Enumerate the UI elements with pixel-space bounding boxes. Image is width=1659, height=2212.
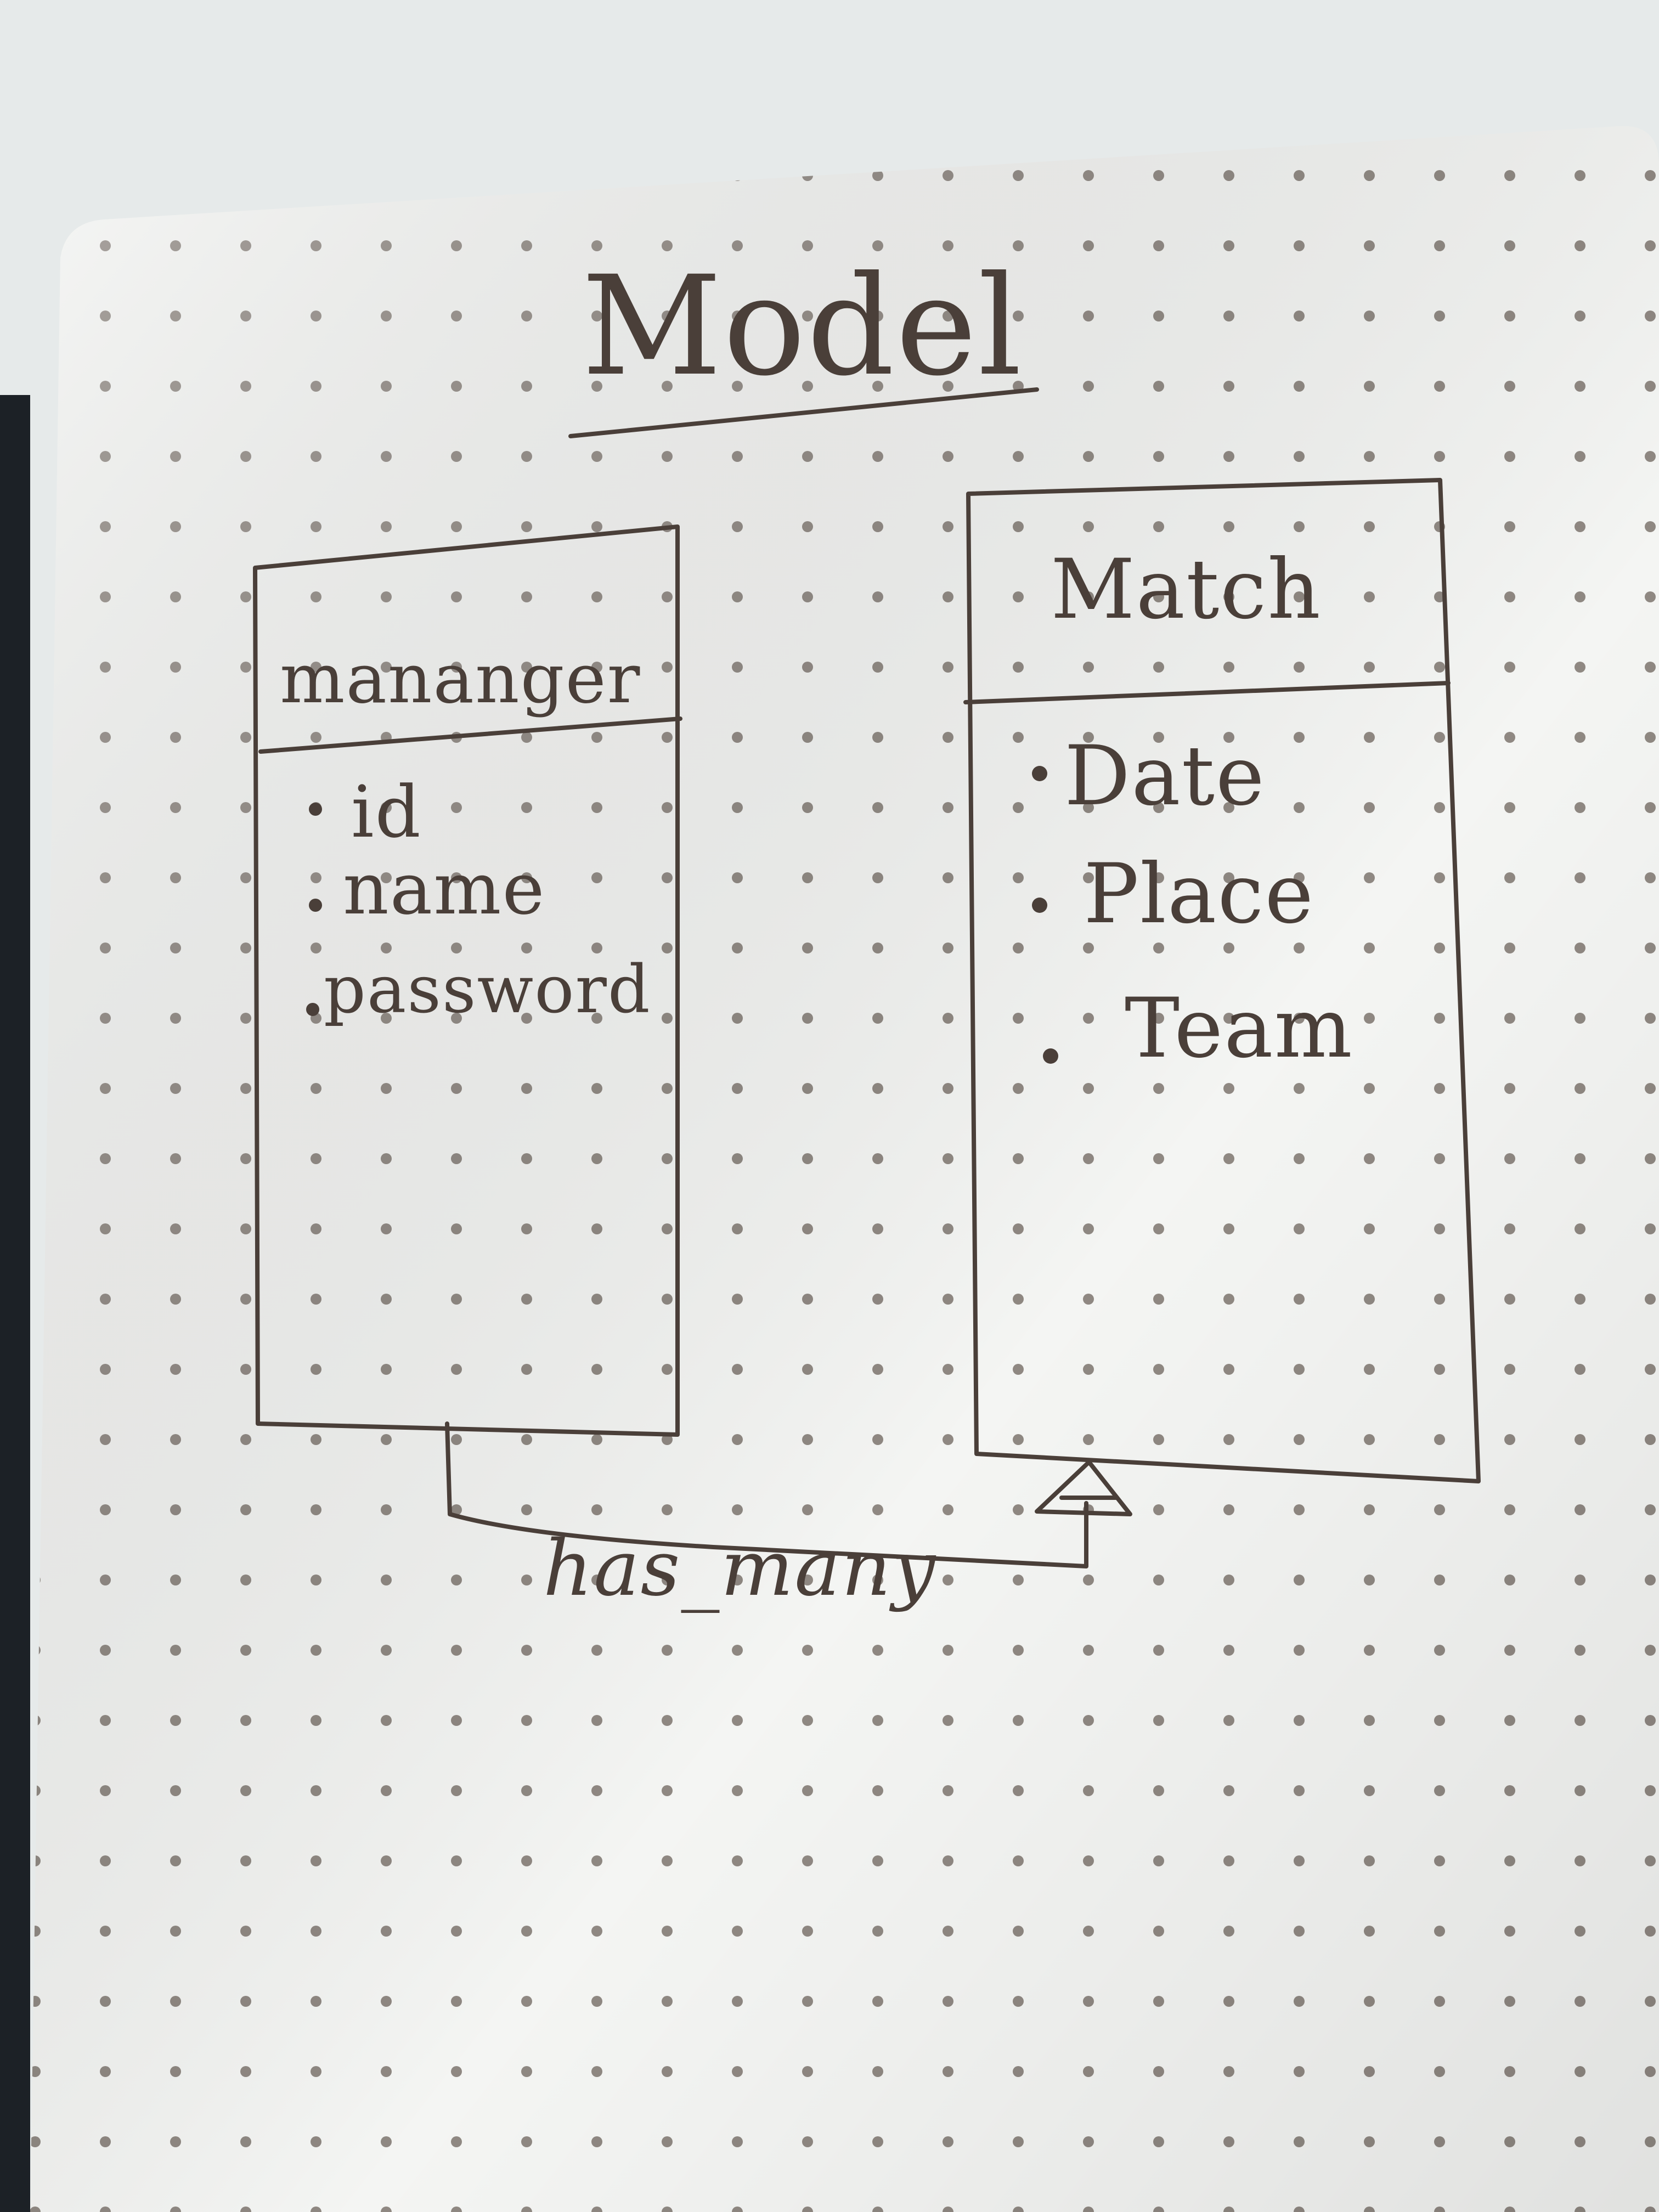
- manager-attribute: id: [351, 770, 422, 854]
- paper-shading: [30, 126, 1659, 2212]
- bullet-icon: [1032, 898, 1047, 913]
- match-entity-box: [966, 478, 1481, 1483]
- manager-entity-name: mananger: [280, 639, 641, 719]
- manager-attribute: password: [324, 952, 651, 1028]
- bullet-icon: [309, 899, 322, 912]
- match-attribute: Team: [1125, 981, 1353, 1076]
- bullet-icon: [306, 1003, 319, 1016]
- match-header-divider: [963, 681, 1451, 704]
- match-attribute: Place: [1084, 847, 1315, 942]
- diagram-title: Model: [582, 246, 1023, 406]
- relationship-label: has_many: [543, 1524, 936, 1613]
- bullet-icon: [309, 803, 322, 816]
- relationship-connector: [445, 1421, 1088, 1568]
- manager-entity-box: [253, 524, 680, 1437]
- match-attribute: Date: [1064, 729, 1266, 824]
- manager-header-divider: [258, 716, 682, 754]
- inheritance-arrowhead: [1035, 1460, 1132, 1516]
- manager-attribute: name: [343, 847, 546, 930]
- notebook-spine: [0, 395, 30, 2212]
- bullet-icon: [1032, 766, 1047, 781]
- title-underline: [568, 387, 1039, 438]
- bullet-icon: [1043, 1048, 1058, 1064]
- match-entity-name: Match: [1051, 542, 1322, 637]
